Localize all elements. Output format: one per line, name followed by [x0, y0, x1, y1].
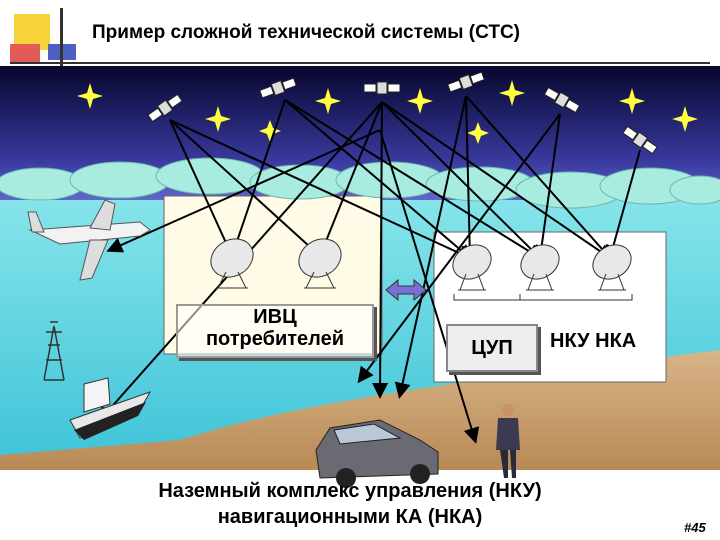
dish-antenna-icon	[210, 238, 632, 291]
decor-red-block	[10, 44, 40, 62]
ship-icon	[69, 377, 152, 440]
ivc-consumers-box: ИВЦ потребителей	[176, 304, 374, 358]
slide-number: #45	[684, 520, 706, 535]
person-icon	[496, 404, 520, 478]
ivc-label-line1: ИВЦ	[253, 306, 297, 328]
dish-connector	[453, 294, 633, 301]
caption-line1: Наземный комплекс управления (НКУ)	[158, 480, 542, 502]
satellite-icon	[147, 71, 658, 155]
nku-nka-label: НКУ НКА	[550, 330, 637, 352]
car-icon	[315, 419, 439, 488]
double-arrow-icon	[385, 278, 427, 302]
radio-tower-icon	[43, 321, 65, 381]
ivc-label-line2: потребителей	[205, 328, 345, 350]
cup-box: ЦУП	[446, 324, 538, 372]
caption-line2: навигационными КА (НКА)	[217, 506, 483, 528]
slide-title: Пример сложной технической системы (СТС)	[92, 22, 521, 43]
signal-arrows	[97, 95, 641, 444]
decor-horizontal-line	[10, 62, 710, 64]
airplane-icon	[27, 199, 151, 281]
decor-vertical-line	[60, 8, 63, 68]
cloud-icon	[0, 157, 720, 209]
star-icon	[77, 80, 698, 144]
slide-caption: Наземный комплекс управления (НКУ) навиг…	[100, 478, 600, 530]
